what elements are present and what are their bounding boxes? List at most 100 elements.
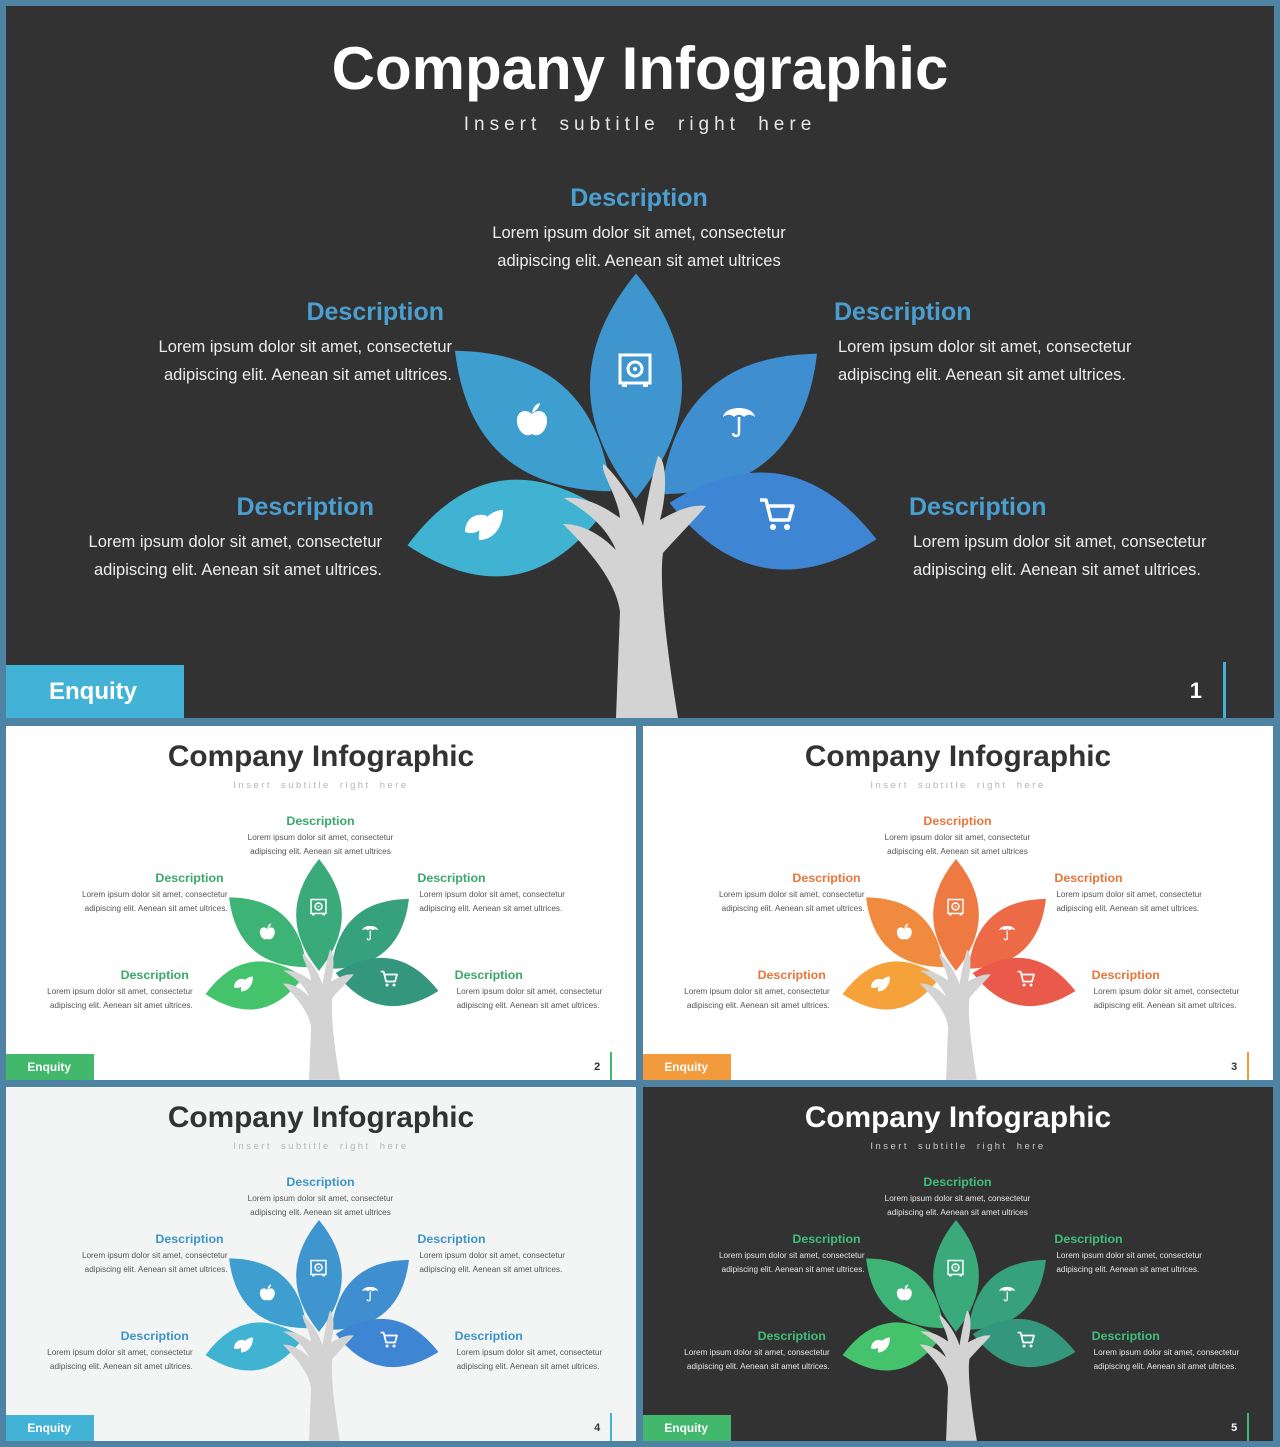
apple-icon xyxy=(896,1284,912,1301)
description-heading: Description xyxy=(834,298,972,326)
apple-icon xyxy=(896,923,912,940)
petal-1 xyxy=(842,961,941,1010)
slide-subtitle: Insert subtitle right here xyxy=(233,1140,409,1152)
description-heading: Description xyxy=(120,1328,189,1343)
leaf-icon xyxy=(871,976,890,992)
description-text: Lorem ipsum dolor sit amet, consectetur … xyxy=(158,338,452,384)
description-text: Lorem ipsum dolor sit amet, consectetur … xyxy=(1093,986,1240,1010)
description-heading: Description xyxy=(792,1232,861,1247)
description-heading: Description xyxy=(417,1232,486,1247)
description-heading: Description xyxy=(417,871,486,886)
brand-badge: Enquity xyxy=(6,1053,95,1080)
petal-3 xyxy=(296,1220,342,1332)
hand-trunk xyxy=(919,1310,991,1441)
page-number-divider xyxy=(610,1413,613,1441)
apple-icon xyxy=(516,403,548,436)
slide-title: Company Infographic xyxy=(167,739,475,773)
hand-trunk xyxy=(282,1310,354,1441)
description-text: Lorem ipsum dolor sit amet, consectetur … xyxy=(456,986,603,1010)
description-text: Lorem ipsum dolor sit amet, consectetur … xyxy=(47,1347,193,1371)
description-text: Lorem ipsum dolor sit amet, consectetur … xyxy=(684,986,830,1010)
safe-icon xyxy=(947,898,964,916)
cart-icon xyxy=(1017,970,1035,987)
description-text: Lorem ipsum dolor sit amet, consectetur … xyxy=(81,890,228,913)
description-text: Lorem ipsum dolor sit amet, consectetur … xyxy=(247,833,394,857)
petal-icons xyxy=(234,1259,398,1353)
tree-infographic xyxy=(842,1220,1076,1441)
description-text: Lorem ipsum dolor sit amet, consectetur … xyxy=(1093,1347,1240,1371)
petal-3 xyxy=(933,859,979,971)
leaf-icon xyxy=(871,1337,890,1353)
tree-infographic xyxy=(407,273,877,718)
description-heading: Description xyxy=(757,1328,826,1343)
page-number-divider xyxy=(610,1052,613,1080)
description-text: Lorem ipsum dolor sit amet, consectetur … xyxy=(247,1194,394,1218)
description-heading: Description xyxy=(923,1175,992,1190)
petal-icons xyxy=(871,1259,1035,1353)
description-heading: Description xyxy=(1091,1328,1160,1343)
slide-subtitle: Insert subtitle right here xyxy=(463,114,817,135)
description-text: Lorem ipsum dolor sit amet, consectetur … xyxy=(1056,890,1202,913)
description-heading: Description xyxy=(155,871,224,886)
brand-badge: Enquity xyxy=(6,665,184,718)
description-heading: Description xyxy=(923,814,992,829)
description-heading: Description xyxy=(286,1175,355,1190)
petal-1 xyxy=(842,1322,941,1371)
petal-icons xyxy=(871,898,1035,992)
leaf-icon xyxy=(465,510,503,540)
page-number-divider xyxy=(1247,1052,1250,1080)
umbrella-icon xyxy=(723,408,755,438)
tree-infographic xyxy=(205,859,439,1080)
petal-1 xyxy=(407,479,605,577)
cart-icon xyxy=(380,970,398,987)
page-number: 1 xyxy=(1189,678,1202,703)
slide-subtitle: Insert subtitle right here xyxy=(233,779,409,791)
hand-trunk xyxy=(282,949,354,1080)
hand-trunk xyxy=(919,949,991,1080)
description-text: Lorem ipsum dolor sit amet, consectetur … xyxy=(81,1251,228,1274)
slide-subtitle: Insert subtitle right here xyxy=(870,1140,1046,1152)
page-number-divider xyxy=(1223,662,1226,718)
brand-badge: Enquity xyxy=(6,1414,95,1441)
umbrella-icon xyxy=(999,1286,1016,1302)
description-text: Lorem ipsum dolor sit amet, consectetur … xyxy=(718,1251,865,1274)
description-text: Lorem ipsum dolor sit amet, consectetur … xyxy=(884,1194,1031,1218)
description-heading: Description xyxy=(306,298,444,326)
slide-subtitle: Insert subtitle right here xyxy=(870,779,1046,791)
tree-infographic xyxy=(205,1220,439,1441)
slide-title: Company Infographic xyxy=(804,1100,1112,1134)
description-heading: Description xyxy=(570,184,708,212)
petal-icons xyxy=(234,898,398,992)
petal-3 xyxy=(590,273,682,499)
page-number: 5 xyxy=(1231,1422,1238,1435)
slide-title: Company Infographic xyxy=(167,1100,475,1134)
cart-icon xyxy=(1017,1331,1035,1348)
cart-icon xyxy=(380,1331,398,1348)
safe-icon xyxy=(947,1259,964,1277)
description-text: Lorem ipsum dolor sit amet, consectetur … xyxy=(884,833,1031,857)
description-text: Lorem ipsum dolor sit amet, consectetur … xyxy=(456,1347,603,1371)
page-number: 4 xyxy=(594,1422,601,1435)
